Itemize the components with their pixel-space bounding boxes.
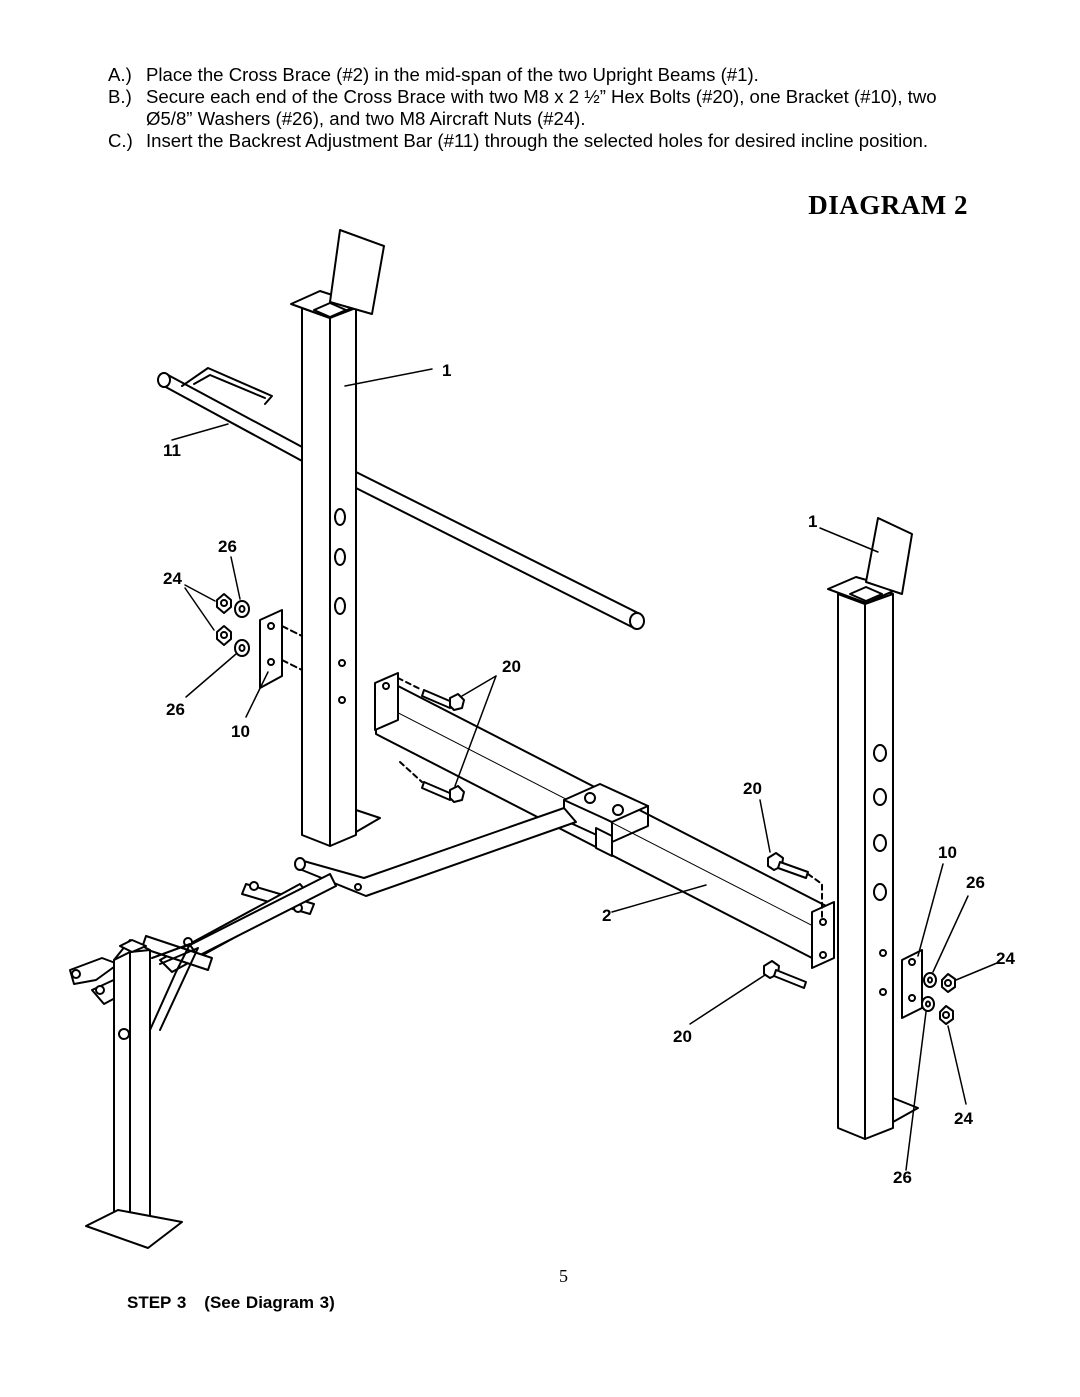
cross-rod	[337, 464, 645, 630]
step-text: Place the Cross Brace (#2) in the mid-sp…	[146, 64, 759, 85]
upright-beam-left	[290, 229, 385, 847]
instruction-step-b: B.) Secure each end of the Cross Brace w…	[108, 86, 988, 130]
hex-bolt-left-bottom	[399, 761, 465, 803]
nut-right-top	[941, 973, 956, 993]
callout-washer-left-top: 26	[218, 537, 237, 556]
washer-left-bottom	[234, 639, 250, 657]
hex-bolt-right-bottom	[763, 960, 807, 989]
step-text: Secure each end of the Cross Brace with …	[146, 86, 937, 129]
callout-nut-left: 24	[163, 569, 182, 588]
instruction-step-a: A.) Place the Cross Brace (#2) in the mi…	[108, 64, 988, 86]
next-step-heading: STEP 3 (See Diagram 3)	[127, 1293, 335, 1313]
callout-bracket-left: 10	[231, 722, 250, 741]
callout-adjustment-bar: 11	[163, 441, 181, 460]
instruction-step-c: C.) Insert the Backrest Adjustment Bar (…	[108, 130, 988, 152]
next-step-reference: (See Diagram 3)	[204, 1293, 335, 1312]
callout-cross-brace: 2	[602, 906, 611, 925]
nut-left-bottom	[216, 625, 232, 646]
diagram-title: DIAGRAM 2	[808, 190, 968, 220]
hex-bolt-left-top	[397, 677, 465, 711]
nut-left-top	[216, 593, 232, 614]
callout-bolt-right-bottom: 20	[673, 1027, 692, 1046]
callout-washer-right-bottom: 26	[893, 1168, 912, 1187]
callout-upright-right: 1	[808, 512, 817, 531]
step-label: B.)	[108, 86, 132, 107]
step-label: A.)	[108, 64, 132, 85]
nut-right-bottom	[939, 1005, 954, 1025]
callout-bracket-right: 10	[938, 843, 957, 862]
upright-beam-right	[827, 517, 919, 1140]
page-number: 5	[559, 1266, 568, 1286]
bracket-left	[259, 609, 303, 689]
callout-nut-right-top: 24	[996, 949, 1015, 968]
washer-left-top	[234, 600, 250, 618]
cross-brace	[374, 672, 835, 969]
seat-support-frame	[141, 807, 577, 1031]
next-step-label: STEP 3	[127, 1293, 187, 1312]
step-text: Insert the Backrest Adjustment Bar (#11)…	[146, 130, 929, 151]
step-label: C.)	[108, 130, 133, 151]
callout-washer-right-top: 26	[966, 873, 985, 892]
callout-nut-right-bottom: 24	[954, 1109, 973, 1128]
washer-right-top	[923, 972, 937, 988]
leader-lines	[171, 368, 998, 1171]
callout-upright-left: 1	[442, 361, 451, 380]
hex-bolt-right-top	[767, 852, 823, 921]
bracket-right	[901, 949, 923, 1019]
front-leg-post	[69, 939, 183, 1249]
callout-washer-left-bottom: 26	[166, 700, 185, 719]
callout-bolt-right-top: 20	[743, 779, 762, 798]
assembly-instructions: A.) Place the Cross Brace (#2) in the mi…	[108, 64, 988, 152]
callout-bolt-left: 20	[502, 657, 521, 676]
washer-right-bottom	[921, 996, 935, 1012]
